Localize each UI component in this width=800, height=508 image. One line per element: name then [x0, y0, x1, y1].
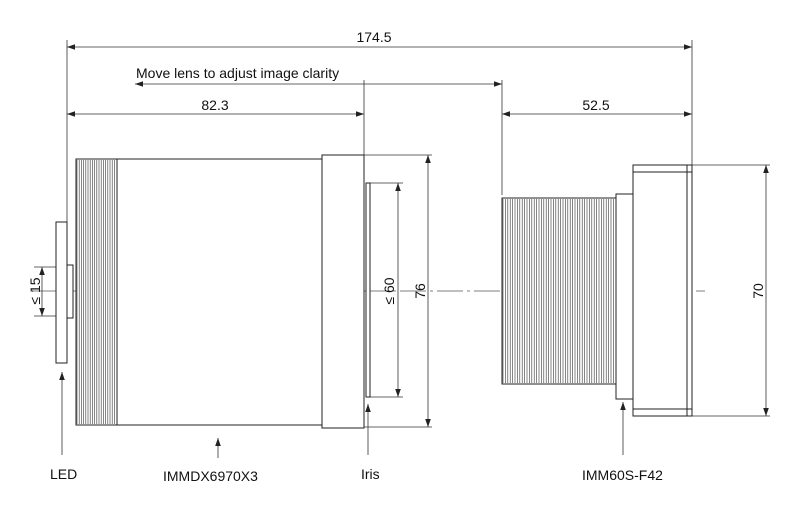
label-adapter: IMM60S-F42 — [582, 467, 663, 483]
adapter-part — [501, 164, 693, 417]
dim-adapter-diameter: 70 — [750, 283, 766, 299]
label-lens: IMMDX6970X3 — [163, 468, 258, 484]
lens-thread — [76, 160, 115, 424]
dim-lens-length: 82.3 — [201, 97, 228, 113]
dim-total-length: 174.5 — [356, 29, 391, 45]
led-part — [55, 221, 74, 364]
leader-lines — [59, 372, 626, 458]
iris-part — [365, 182, 371, 398]
label-led: LED — [50, 466, 77, 482]
label-iris: Iris — [361, 466, 380, 482]
dim-iris-diameter: ≤ 60 — [381, 277, 397, 304]
extension-lines — [34, 40, 770, 428]
lens-part — [75, 154, 365, 429]
adapter-thread — [502, 199, 614, 383]
dim-adapter-length: 52.5 — [582, 97, 609, 113]
adjust-note: Move lens to adjust image clarity — [136, 65, 339, 81]
dim-lens-diameter: 76 — [412, 283, 428, 299]
dim-led-diameter: ≤ 15 — [27, 277, 43, 304]
